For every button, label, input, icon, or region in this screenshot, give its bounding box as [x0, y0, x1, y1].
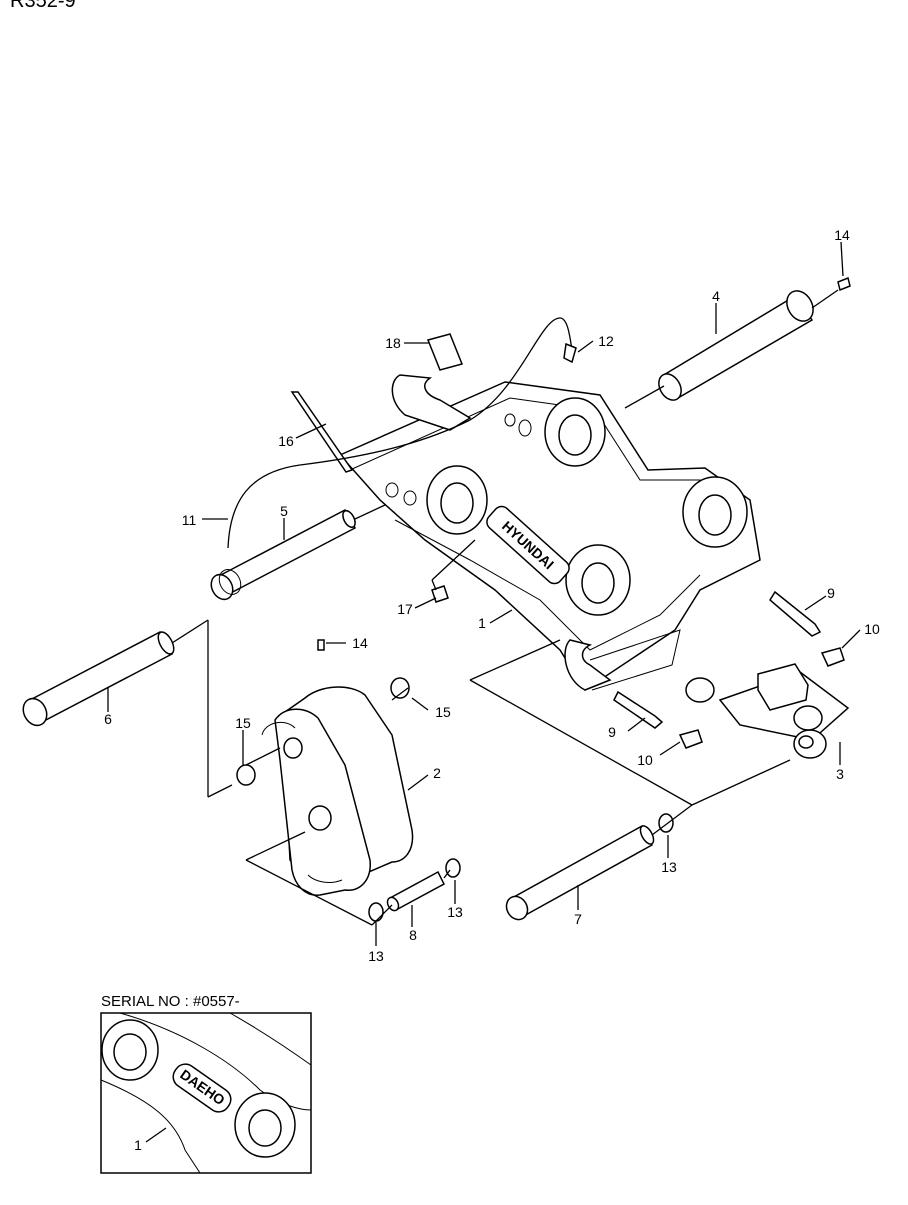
callouts: 14 4 18 12 16 11 5 17 1 6 15 14 15 2 9 1… [104, 227, 880, 964]
callout-1-inset: 1 [134, 1137, 142, 1153]
hook [261, 686, 414, 896]
callout-18: 18 [385, 335, 401, 351]
rod-16 [290, 391, 354, 473]
callout-13-left: 13 [368, 948, 384, 964]
fitting-10a [820, 647, 845, 667]
pin-8 [386, 870, 445, 912]
ring-14a [390, 677, 410, 699]
leader-lines [107, 241, 861, 946]
callout-3: 3 [836, 766, 844, 782]
grease-nipple-15a [837, 276, 851, 292]
callout-9-left: 9 [608, 724, 616, 740]
callout-10-right: 10 [864, 621, 880, 637]
callout-7: 7 [574, 911, 582, 927]
ring-13b [445, 858, 461, 878]
callout-4: 4 [712, 288, 720, 304]
ring-13a [658, 813, 674, 833]
callout-13-middle: 13 [447, 904, 463, 920]
callout-14-right: 15 [435, 704, 451, 720]
callout-1: 1 [478, 615, 486, 631]
callout-17: 17 [397, 601, 413, 617]
callout-14-left: 15 [235, 715, 251, 731]
callout-12: 12 [598, 333, 614, 349]
cable-11 [227, 317, 573, 549]
callout-8: 8 [409, 927, 417, 943]
callout-10-left: 10 [637, 752, 653, 768]
main-frame: HYUNDAI [338, 374, 761, 692]
pin-6 [22, 630, 175, 727]
callout-6: 6 [104, 711, 112, 727]
callout-13-right: 13 [661, 859, 677, 875]
callout-11: 11 [182, 512, 197, 528]
bolt-9b [613, 690, 664, 729]
pin-5 [210, 508, 357, 601]
grease-nipple-15b [317, 639, 325, 651]
callout-15-top: 14 [834, 227, 850, 243]
pin-4 [658, 290, 814, 401]
bolt-9a [769, 590, 822, 637]
fitting-10b [678, 729, 703, 749]
pin-7 [505, 824, 655, 921]
cylinder [685, 663, 850, 759]
ring-13c [368, 902, 384, 922]
assembly-lines [171, 289, 839, 926]
fitting-17 [431, 585, 449, 603]
callout-9-right: 9 [827, 585, 835, 601]
callout-2: 2 [433, 765, 441, 781]
serial-inset: DAEHO 1 [100, 1012, 312, 1174]
bracket-18 [426, 333, 464, 371]
serial-note: SERIAL NO : #0557- [101, 993, 240, 1010]
model-code: R352-9 [10, 0, 76, 12]
pin-clip-12 [563, 342, 577, 364]
callout-5: 5 [280, 503, 288, 519]
callout-15-hook: 14 [352, 635, 368, 651]
callout-16: 16 [278, 433, 294, 449]
ring-14b [236, 764, 256, 786]
